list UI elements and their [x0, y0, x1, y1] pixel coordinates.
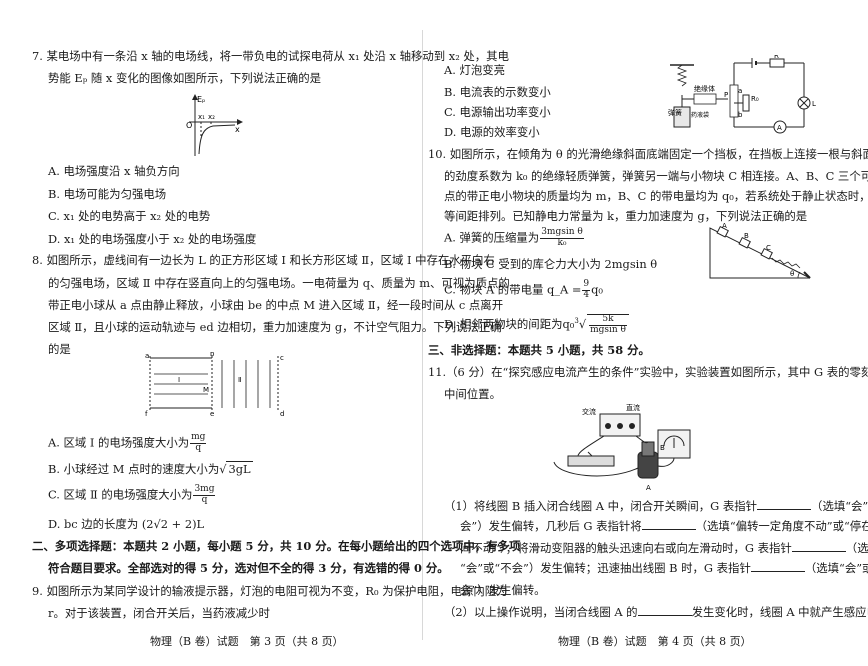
q8-line5: 的是	[48, 342, 71, 356]
q11-p2: 会”）发生偏转，几秒后 G 表指针将（选填“偏转一定角度不动”或“停在中	[460, 519, 868, 533]
q11-p1: （1）将线圈 B 插入闭合线圈 A 中，闭合开关瞬间，G 表指针（选填“会”或“…	[444, 499, 868, 513]
q7-option-a: A. 电场强度沿 x 轴负方向	[48, 164, 180, 178]
q10-option-d-root: √	[578, 316, 587, 331]
q11-blank-2[interactable]	[641, 519, 696, 530]
q8-point-d: d	[280, 410, 284, 418]
q8-region-2: Ⅱ	[238, 376, 241, 384]
q8-line3: 带正电小球从 a 点由静止释放，小球由 be 的中点 M 进入区域 Ⅱ，经一段时…	[48, 298, 504, 312]
q8-line2: 的匀强电场，区域 Ⅱ 中存在竖直向上的匀强电场。一电荷量为 q、质量为 m、可视…	[48, 276, 510, 290]
q9-r0-label: R₀	[751, 95, 759, 103]
q11-blank-1[interactable]	[757, 499, 812, 510]
q11-dc-label: 直流	[626, 403, 640, 412]
q7-ep-graph: Eₚ O x x₁ x₂	[186, 94, 243, 156]
right-page-footer: 物理（B 卷）试题 第 4 页（共 8 页）	[558, 635, 752, 648]
q9-infusion-circuit: 弹簧 绝缘体 药液袋 P R₀ R L a b A	[668, 55, 816, 134]
q8-region-1: Ⅰ	[178, 376, 180, 384]
q7-option-c: C. x₁ 处的电势高于 x₂ 处的电势	[48, 209, 211, 223]
q9-bag-label: 药液袋	[691, 111, 709, 119]
q8-regions-diagram: a b c d e f M Ⅰ Ⅱ	[145, 352, 284, 418]
q11-coil-b-label: B	[660, 444, 665, 452]
q8-point-a: a	[145, 352, 149, 360]
column-divider	[422, 30, 423, 640]
q10-block-b: B	[744, 232, 749, 240]
left-page-footer: 物理（B 卷）试题 第 3 页（共 8 页）	[150, 635, 344, 648]
q7-line2: 势能 Eₚ 随 x 变化的图像如图所示，下列说法正确的是	[48, 71, 321, 85]
q9-point-a: a	[738, 87, 742, 95]
q11-coil-a-label: A	[646, 484, 651, 492]
q7-x-label: x	[235, 125, 240, 134]
q7-origin: O	[186, 121, 192, 130]
section-2-line1: 二、多项选择题：本题共 2 小题，每小题 5 分，共 10 分。在每小题给出的四…	[32, 539, 521, 553]
q10-theta: θ	[790, 270, 794, 278]
q11-line1: 11.（6 分）在“探究感应电流产生的条件”实验中，实验装置如图所示，其中 G …	[428, 365, 868, 379]
q8-line1: 8. 如图所示，虚线间有一边长为 L 的正方形区域 Ⅰ 和长方形区域 Ⅱ，区域 …	[32, 253, 495, 267]
q9-point-b: b	[738, 111, 743, 119]
q7-option-d: D. x₁ 处的电场强度小于 x₂ 处的电场强度	[48, 232, 257, 246]
q7-line1: 7. 某电场中有一条沿 x 轴的电场线，将一带负电的试探电荷从 x₁ 处沿 x …	[32, 49, 509, 63]
q8-point-b: b	[210, 352, 215, 358]
q8-option-d: D. bc 边的长度为 (2√2 + 2)L	[48, 517, 205, 531]
q11-blank-3[interactable]	[791, 541, 846, 552]
q11-p3: 间不动”）；将滑动变阻器的触头迅速向右或向左滑动时，G 表指针（选填	[460, 541, 868, 555]
q10-option-b: B. 物块 C 受到的库仑力大小为 2mgsin θ	[444, 257, 658, 271]
q7-y-label: Eₚ	[197, 95, 205, 104]
q9-option-a: A. 灯泡变亮	[444, 63, 506, 77]
q10-line4: 等间距排列。已知静电力常量为 k，重力加速度为 g，下列说法正确的是	[444, 209, 808, 223]
q8-point-c: c	[280, 354, 284, 362]
q11-blank-4[interactable]	[750, 561, 805, 572]
q8-option-b-root: √	[219, 462, 227, 476]
q8-point-f: f	[145, 410, 148, 418]
q11-p5: 会”）发生偏转。	[460, 583, 546, 597]
q8-option-b-radicand: 3gL	[226, 461, 253, 476]
q10-block-a: A	[722, 222, 727, 230]
q9-r-label: R	[774, 55, 779, 60]
section-2-line2: 符合题目要求。全部选对的得 5 分，选对但不全的得 3 分，有选错的得 0 分。	[48, 561, 449, 575]
q9-line1: 9. 如图所示为某同学设计的输液提示器，灯泡的电阻可视为不变，R₀ 为保护电阻，…	[32, 584, 508, 598]
q10-line3: 点的带正电小物块的质量均为 m，B、C 的带电量均为 q₀，若系统处于静止状态时…	[444, 189, 868, 203]
q9-line2: r。对于该装置，闭合开关后，当药液减少时	[48, 606, 270, 620]
q11-blank-5[interactable]	[637, 605, 692, 616]
q7-x2: x₂	[208, 113, 215, 121]
q10-incline-diagram: A B C θ	[709, 222, 811, 279]
q10-line1: 10. 如图所示，在倾角为 θ 的光滑绝缘斜面底端固定一个挡板，在挡板上连接一根…	[428, 147, 868, 161]
q9-spring-label: 弹簧	[668, 108, 682, 117]
q9-lamp-label: L	[812, 100, 816, 108]
q7-option-b: B. 电场可能为匀强电场	[48, 187, 167, 201]
q11-induction-apparatus: 交流 直流 B A	[553, 403, 691, 492]
q11-p4: “会”或“不会”）发生偏转；迅速抽出线圈 B 时，G 表指针（选填“会”或“不	[460, 561, 868, 575]
q8-line4: 区域 Ⅱ，且小球的运动轨迹与 ed 边相切，重力加速度为 g，不计空气阻力。下列…	[48, 320, 502, 334]
q11-line2: 中间位置。	[444, 387, 501, 401]
q8-point-m: M	[203, 386, 209, 394]
q9-option-d: D. 电源的效率变小	[444, 125, 540, 139]
q10-block-c: C	[766, 244, 771, 252]
q7-x1: x₁	[198, 113, 205, 121]
q9-option-b: B. 电流表的示数变小	[444, 85, 551, 99]
section-3: 三、非选择题：本题共 5 小题，共 58 分。	[428, 343, 650, 357]
q9-ammeter-label: A	[777, 124, 782, 132]
q8-point-e: e	[210, 410, 214, 418]
q10-line2: 的劲度系数为 k₀ 的绝缘轻质弹簧，弹簧另一端与小物块 C 相连接。A、B、C …	[444, 169, 868, 183]
q9-point-p: P	[724, 91, 728, 99]
q8-option-b: B. 小球经过 M 点时的速度大小为√3gL	[48, 461, 253, 476]
q9-insulator-label: 绝缘体	[694, 84, 715, 93]
q11-ac-label: 交流	[582, 407, 596, 416]
q9-option-c: C. 电源输出功率变小	[444, 105, 551, 119]
